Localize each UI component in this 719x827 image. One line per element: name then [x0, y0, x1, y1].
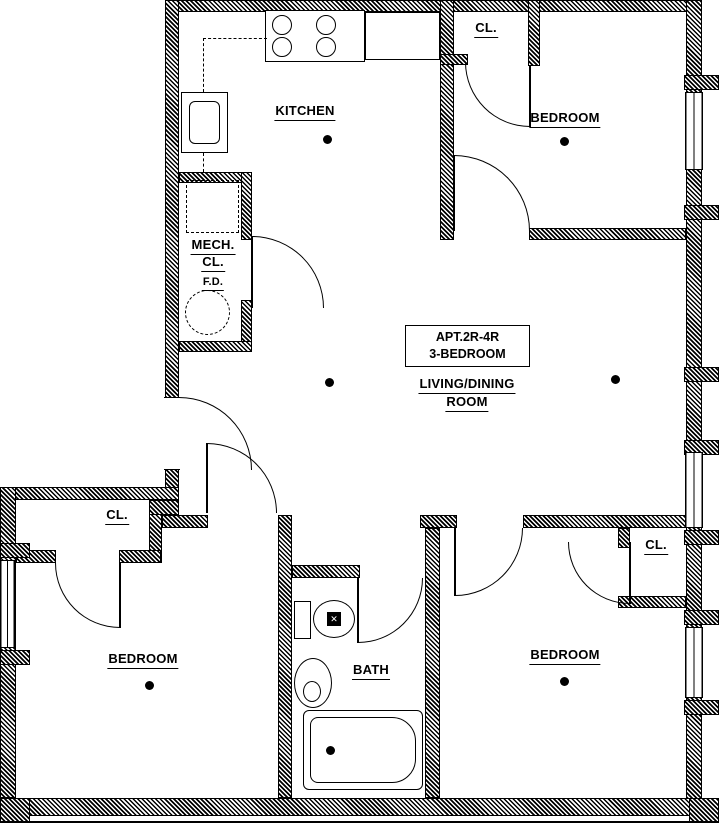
pilaster-right-1 [684, 75, 719, 90]
toilet-tank [294, 601, 311, 639]
mech-closet-label-line2: CL. [201, 254, 225, 272]
wall-lowerleft-top [0, 487, 179, 500]
door-leaf-bath [357, 578, 359, 643]
door-leaf-bedroom-tr [453, 155, 455, 231]
door-leaf-closet-br [629, 542, 631, 604]
mech-closet-label-line1: MECH. [190, 237, 236, 255]
dot-bedroom-bl [145, 681, 154, 690]
wall-top [165, 0, 702, 12]
wall-bath-right [425, 528, 440, 798]
door-arc-closet-br [568, 542, 630, 604]
dot-kitchen [323, 135, 332, 144]
apartment-title-box: APT.2R-4R 3-BEDROOM [405, 325, 530, 367]
counter-dashed-edge-left2 [203, 153, 204, 172]
pilaster-right-2 [684, 205, 719, 220]
wall-kitchen-bedroom-divider [440, 0, 454, 240]
dot-living-right [611, 375, 620, 384]
closet-bl-label: CL. [105, 507, 129, 525]
floor-drain-label: F.D. [201, 276, 225, 291]
toilet-mark: ✕ [327, 612, 341, 626]
stove-burner-1 [272, 15, 292, 35]
wall-bottom [0, 798, 719, 816]
door-arc-bedroom-tr [454, 155, 530, 231]
water-heater-dashed-circle [185, 290, 230, 335]
pilaster-left-2 [0, 650, 30, 665]
wall-mech-bottom [179, 341, 252, 352]
door-leaf-closet-tr [529, 66, 531, 127]
wall-closet-bl-bottom-right [119, 550, 161, 563]
window-right-3 [685, 627, 703, 698]
living-label-line1: LIVING/DINING [418, 376, 516, 394]
dot-bedroom-br [560, 677, 569, 686]
dot-living-left [325, 378, 334, 387]
apartment-number: APT.2R-4R [435, 330, 500, 345]
pilaster-left-1 [0, 543, 30, 558]
wall-bath-left [278, 515, 292, 798]
kitchen-counter [365, 12, 440, 60]
wall-bath-top [292, 565, 360, 578]
bath-sink-drain [303, 681, 321, 702]
ground-line [0, 821, 719, 823]
wall-bedroom-tr-bottom [529, 228, 686, 240]
door-leaf-bedroom-bl [206, 443, 208, 513]
bedroom-br-label: BEDROOM [529, 647, 601, 665]
window-right-2 [685, 452, 703, 528]
wall-mid-right-a [420, 515, 457, 528]
wall-bedroom-br-top [523, 515, 686, 528]
entry-door-opening [164, 397, 180, 470]
wall-closet-tr-stub [440, 54, 468, 65]
toilet-bowl [313, 600, 355, 638]
closet-tr-label: CL. [474, 20, 498, 38]
wall-living-bottom-left [162, 515, 208, 528]
window-left-1 [0, 560, 15, 648]
door-leaf-mech-closet [251, 236, 253, 308]
door-arc-bath [358, 578, 423, 643]
bath-label: BATH [352, 662, 390, 680]
door-leaf-closet-bl [119, 563, 121, 628]
dot-bathtub [326, 746, 335, 755]
bedroom-bl-label: BEDROOM [107, 651, 179, 669]
door-arc-closet-bl [55, 563, 120, 628]
wall-closet-bl-corner [149, 500, 179, 515]
pilaster-right-3 [684, 367, 719, 382]
kitchen-sink-basin [189, 101, 220, 144]
window-right-1 [685, 92, 703, 170]
stove-burner-2 [316, 15, 336, 35]
door-arc-bedroom-bl [207, 443, 277, 513]
mech-equipment-dashed [186, 180, 239, 233]
dot-bedroom-tr [560, 137, 569, 146]
corner-bottom-right [689, 798, 719, 822]
counter-dashed-edge-left [203, 38, 204, 92]
stove-burner-3 [272, 37, 292, 57]
wall-closet-tr-right [528, 0, 540, 66]
counter-dashed-edge-top [203, 38, 267, 39]
pilaster-right-6 [684, 610, 719, 625]
pilaster-right-7 [684, 700, 719, 715]
wall-mech-right-upper [241, 172, 252, 240]
living-label-line2: ROOM [445, 394, 489, 412]
pilaster-right-5 [684, 530, 719, 545]
stove-burner-4 [316, 37, 336, 57]
door-arc-bedroom-br [455, 528, 523, 596]
door-leaf-bedroom-br [454, 528, 456, 596]
door-arc-closet-tr [465, 62, 530, 127]
closet-br-label: CL. [644, 537, 668, 555]
kitchen-label: KITCHEN [274, 103, 336, 121]
bedroom-tr-label: BEDROOM [529, 110, 601, 128]
corner-bottom-left [0, 798, 30, 822]
door-arc-mech-closet [252, 236, 324, 308]
apartment-type: 3-BEDROOM [429, 347, 506, 361]
